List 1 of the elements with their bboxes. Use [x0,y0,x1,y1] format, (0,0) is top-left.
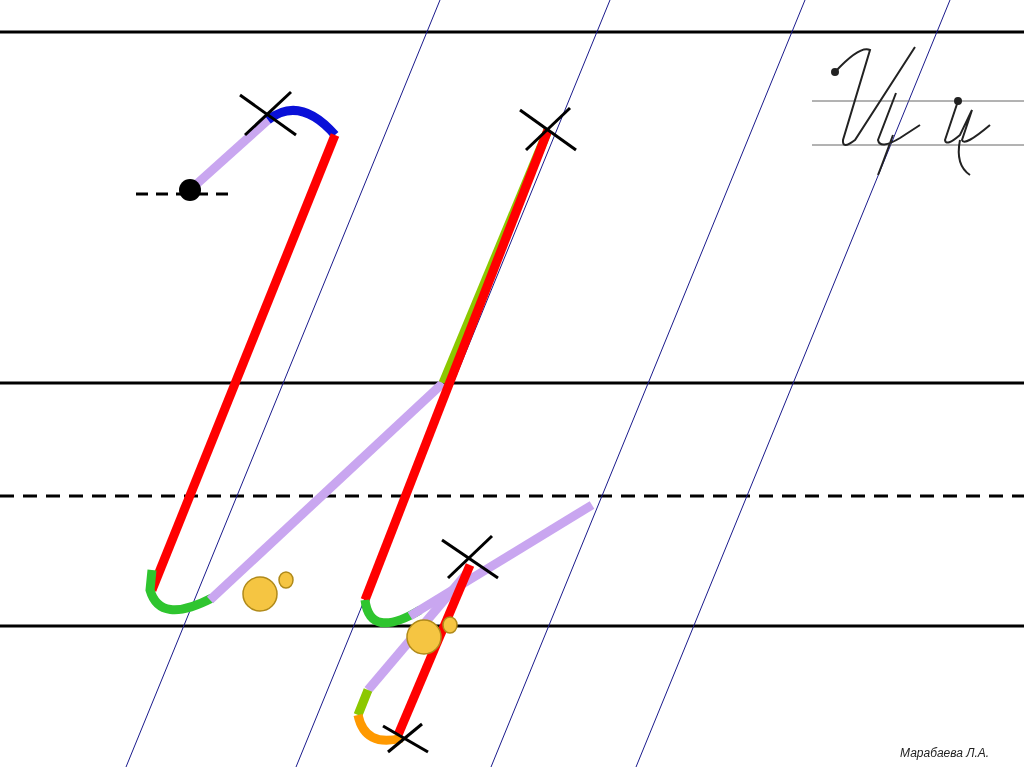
author-name: Марабаева Л.А. [900,746,990,760]
